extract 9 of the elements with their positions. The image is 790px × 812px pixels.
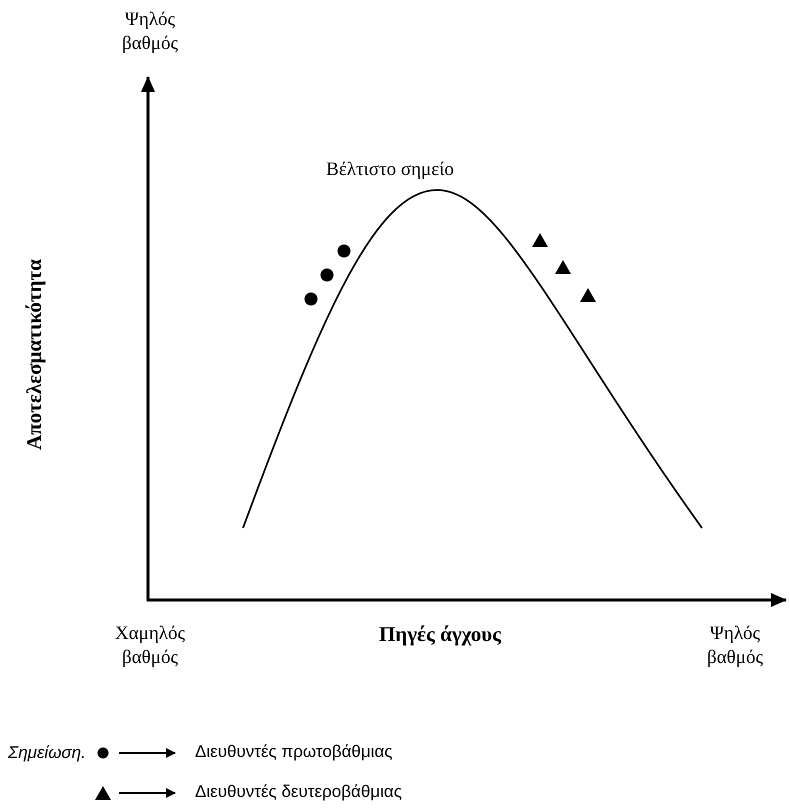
legend-label: Διευθυντές πρωτοβάθμιας — [195, 742, 392, 762]
y-axis-title: Αποτελεσματικότητα — [22, 258, 46, 452]
x-axis-title: Πηγές άγχους — [378, 622, 502, 646]
legend-label: Διευθυντές δευτεροβάθμιας — [195, 782, 402, 802]
peak-label: Βέλτιστο σημείο — [325, 158, 455, 182]
axis-end-label: Ψηλός βαθμός — [706, 622, 764, 670]
note-label: Σημείωση. — [8, 743, 86, 763]
axis-end-label: Ψηλός βαθμός — [121, 8, 179, 56]
axis-end-label: Χαμηλός βαθμός — [114, 622, 186, 670]
